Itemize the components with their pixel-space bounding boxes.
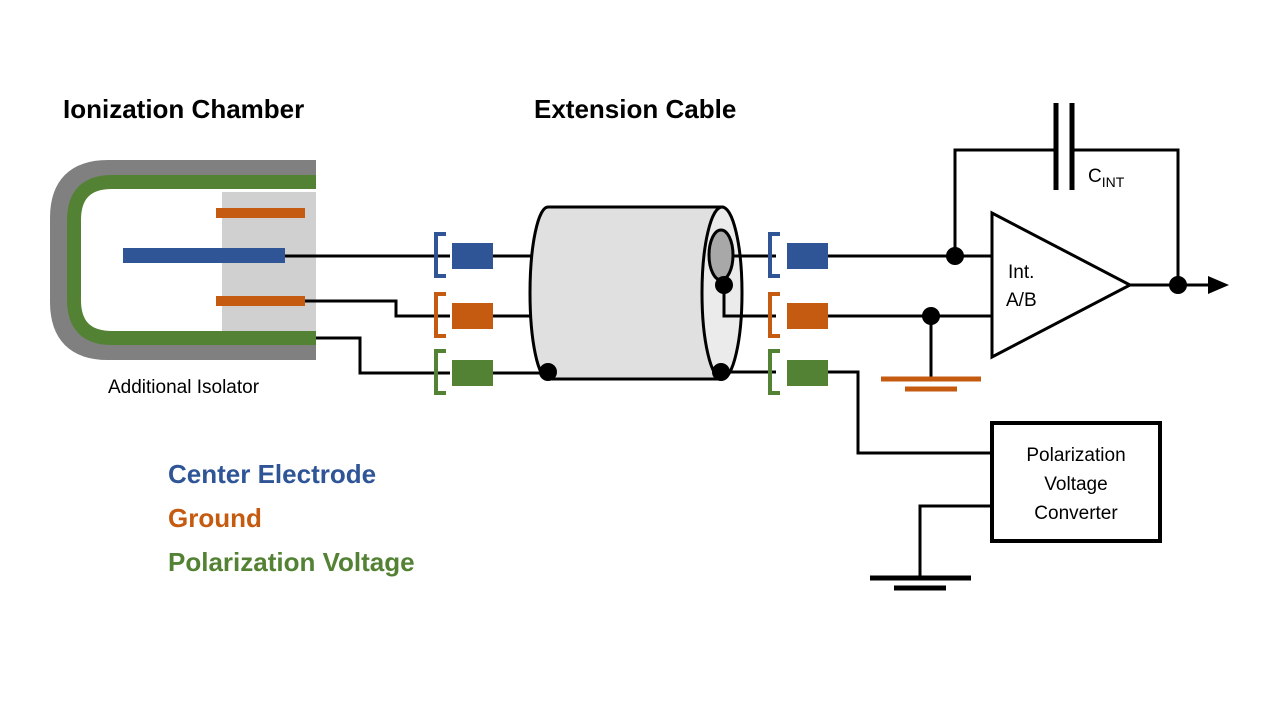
isolator-label: Additional Isolator bbox=[108, 377, 260, 398]
connector-left-polarization bbox=[434, 349, 493, 395]
cable-body bbox=[528, 205, 724, 381]
converter-label-line1: Polarization bbox=[1026, 445, 1125, 466]
polarization-voltage-converter-box bbox=[990, 421, 1162, 543]
legend-ground: Ground bbox=[168, 503, 262, 533]
guard-electrode-top bbox=[216, 208, 305, 218]
wire-polarization-left bbox=[316, 336, 450, 375]
output-arrow-icon bbox=[1208, 276, 1229, 294]
legend: Center Electrode Ground Polarization Vol… bbox=[168, 459, 415, 577]
integrator-label-line2: A/B bbox=[1006, 290, 1037, 311]
feedback-wire-right bbox=[1073, 148, 1180, 285]
integrator-label-line1: Int. bbox=[1008, 262, 1034, 283]
connector-right-ground bbox=[768, 292, 828, 338]
legend-center-electrode: Center Electrode bbox=[168, 459, 376, 489]
ground-symbol-icon bbox=[881, 376, 981, 392]
wire-polarization-to-converter bbox=[828, 370, 992, 455]
feedback-wire-left bbox=[953, 148, 1054, 256]
earth-ground-icon bbox=[870, 575, 971, 591]
chamber-title: Ionization Chamber bbox=[63, 94, 304, 124]
polarization-electrode bbox=[67, 175, 316, 345]
cable-inner-conductor bbox=[707, 228, 735, 282]
capacitor-label: CINT bbox=[1088, 166, 1125, 190]
junction-dot bbox=[946, 247, 964, 265]
center-electrode bbox=[123, 248, 285, 263]
integrator-amplifier bbox=[990, 210, 1134, 360]
connector-right-center bbox=[768, 232, 828, 278]
connector-right-polarization bbox=[768, 349, 828, 395]
guard-electrode-bottom bbox=[216, 296, 305, 306]
wire-ground-from-cable bbox=[722, 285, 776, 318]
connector-left-ground bbox=[434, 292, 493, 338]
converter-ground-wire bbox=[918, 504, 992, 577]
legend-polarization-voltage: Polarization Voltage bbox=[168, 547, 415, 577]
junction-dot bbox=[1169, 276, 1187, 294]
integration-capacitor bbox=[1053, 103, 1075, 190]
ionization-chamber bbox=[50, 160, 316, 360]
junction-dot bbox=[539, 363, 557, 381]
converter-label-line2: Voltage bbox=[1044, 474, 1107, 495]
converter-label-line3: Converter bbox=[1034, 503, 1118, 524]
chamber-housing bbox=[50, 160, 316, 360]
extension-cable bbox=[528, 205, 744, 381]
wire-ground-left bbox=[305, 299, 450, 318]
connector-left-center bbox=[434, 232, 493, 278]
cable-title: Extension Cable bbox=[534, 94, 736, 124]
